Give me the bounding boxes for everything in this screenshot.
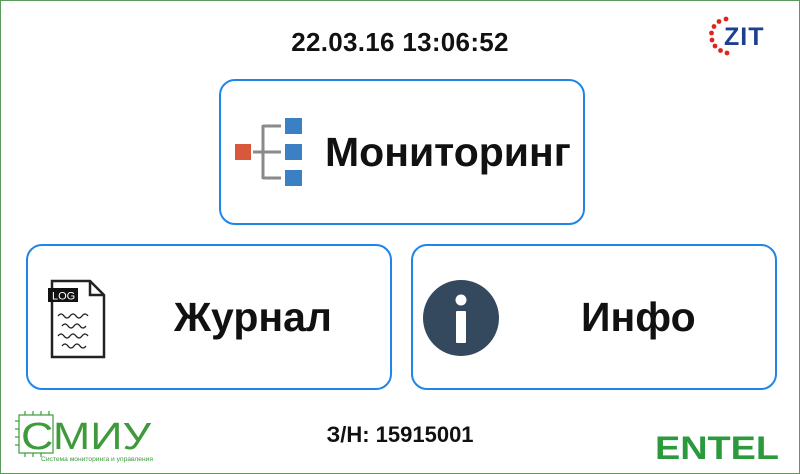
info-button[interactable]: Инфо bbox=[411, 244, 777, 390]
log-file-icon: LOG bbox=[48, 279, 106, 359]
entel-logo-text: ENTEL bbox=[655, 430, 779, 465]
zit-logo-text: ZIT bbox=[724, 23, 765, 51]
info-label: Инфо bbox=[581, 294, 696, 340]
monitoring-button[interactable]: Мониторинг bbox=[219, 79, 585, 225]
tree-structure-icon bbox=[235, 118, 302, 186]
datetime-display: 22.03.16 13:06:52 bbox=[291, 27, 509, 57]
journal-button[interactable]: LOG Журнал bbox=[26, 244, 392, 390]
log-file-icon-text: LOG bbox=[52, 291, 75, 303]
journal-label: Журнал bbox=[174, 294, 332, 340]
info-icon bbox=[423, 280, 499, 356]
zit-logo: ZIT bbox=[709, 16, 765, 56]
smiu-logo: СМИУ Система мониторинга и управления bbox=[15, 411, 153, 463]
smiu-logo-text: СМИУ bbox=[21, 416, 152, 458]
smiu-logo-subtitle: Система мониторинга и управления bbox=[41, 456, 153, 463]
serial-number: З/Н: 15915001 bbox=[326, 422, 474, 447]
monitoring-label: Мониторинг bbox=[325, 129, 571, 175]
entel-logo: ENTEL bbox=[655, 430, 779, 465]
